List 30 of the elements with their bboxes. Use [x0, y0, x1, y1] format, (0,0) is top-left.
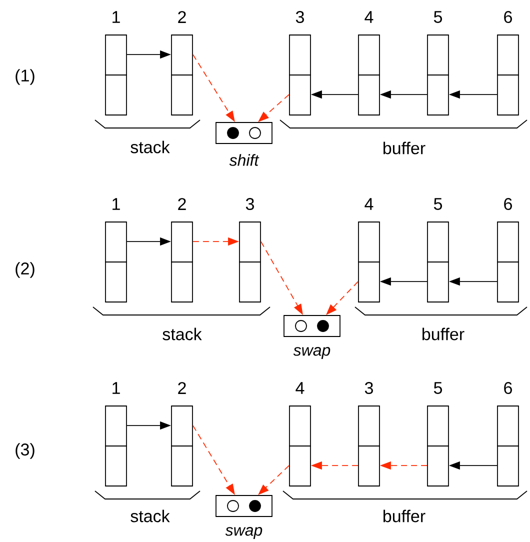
brace-label: stack — [162, 328, 202, 340]
column-number: 6 — [504, 11, 512, 24]
column-number: 3 — [296, 11, 304, 24]
column-number: 5 — [434, 198, 442, 210]
column-number: 2 — [178, 198, 186, 210]
brace-label: stack — [130, 510, 170, 522]
column-number: 2 — [178, 382, 186, 394]
column-number: 4 — [364, 11, 374, 23]
column-number: 6 — [504, 382, 512, 394]
brace-label: stack — [130, 140, 170, 154]
row-number: (2) — [16, 262, 34, 278]
row-number: (3) — [16, 443, 34, 459]
column-number: 2 — [178, 11, 186, 23]
column-number: 3 — [246, 198, 254, 210]
column-number: 3 — [364, 382, 373, 394]
column-number: 4 — [296, 382, 304, 394]
operation-label: swap — [225, 527, 262, 539]
column-number: 1 — [112, 198, 120, 210]
column-number: 1 — [112, 11, 120, 23]
column-number: 4 — [364, 198, 374, 210]
operation-label: swap — [293, 347, 330, 359]
operation-label: shift — [229, 154, 260, 166]
brace-label: buffer — [422, 328, 464, 340]
brace-label: buffer — [384, 510, 426, 522]
brace-label: buffer — [384, 142, 426, 154]
column-number: 1 — [112, 382, 120, 394]
column-number: 5 — [434, 382, 442, 394]
row-number: (1) — [16, 69, 34, 85]
column-number: 6 — [504, 198, 512, 210]
column-number: 5 — [434, 11, 442, 23]
